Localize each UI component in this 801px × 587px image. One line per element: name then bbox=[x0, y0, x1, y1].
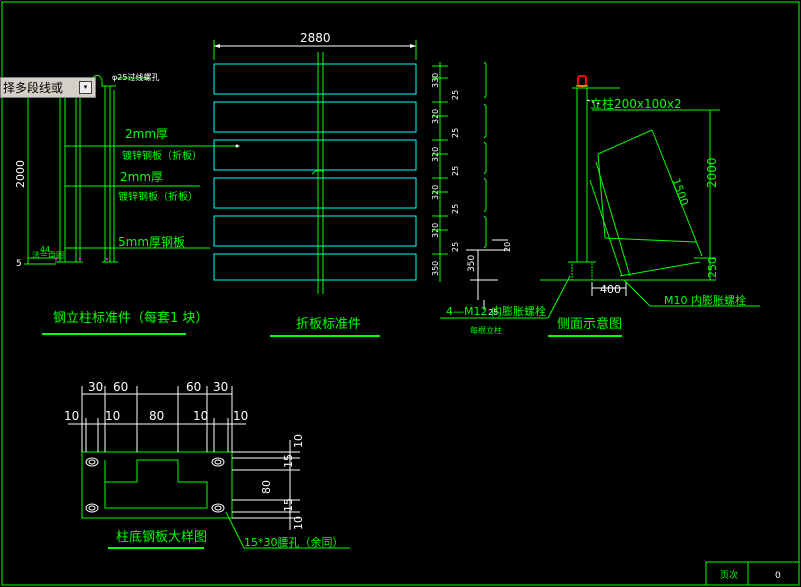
base-dim-30a: 30 bbox=[88, 380, 103, 394]
folding-panel bbox=[213, 215, 417, 247]
base-dim-10d: 10 bbox=[233, 409, 248, 423]
panel-right-dim: 25 bbox=[451, 242, 460, 252]
base-dim-10a: 10 bbox=[64, 409, 79, 423]
base-rdim-10a: 10 bbox=[292, 434, 305, 448]
base-rdim-10b: 10 bbox=[292, 516, 305, 530]
title-block: 页次 0 bbox=[705, 561, 800, 586]
slot-inner bbox=[88, 505, 96, 511]
base-dim-80: 80 bbox=[149, 409, 164, 423]
post-bottom-note: 法兰盘图 bbox=[32, 250, 64, 260]
panel-width-dim: 2880 bbox=[300, 31, 331, 45]
base-rdim-15a: 15 bbox=[282, 454, 295, 468]
panel-right-dim: 25 bbox=[451, 204, 460, 214]
side-post-label: 立柱200x100x2 bbox=[590, 96, 682, 111]
slot-hole bbox=[211, 457, 225, 467]
folding-panel bbox=[213, 101, 417, 133]
slot-hole bbox=[211, 503, 225, 513]
note-galv-a: 镀锌钢板（折板） bbox=[122, 149, 202, 162]
slot-hole bbox=[85, 457, 99, 467]
note-galv-b: 镀锌钢板（折板） bbox=[118, 190, 198, 203]
panel-right-dim: 25 bbox=[451, 128, 460, 138]
title-block-value: 0 bbox=[775, 571, 781, 581]
post-top-note: φ25过线螺孔 bbox=[112, 72, 159, 82]
panel-caption: 折板标准件 bbox=[296, 317, 361, 332]
command-prompt-text: 择多段线或 bbox=[3, 81, 64, 95]
post-bottom-5: 5 bbox=[16, 259, 22, 269]
side-width-dim: 400 bbox=[600, 283, 621, 296]
panel-right-dim: 25 bbox=[451, 90, 460, 100]
base-rdim-80: 80 bbox=[260, 480, 273, 494]
base-dim-10c: 10 bbox=[193, 409, 208, 423]
side-height-dim: 2000 bbox=[705, 157, 719, 188]
folding-panel bbox=[213, 63, 417, 95]
side-bolt-left-sub: 每根立柱 bbox=[470, 325, 502, 335]
base-hole-note: 15*30腰孔（余同） bbox=[244, 535, 344, 549]
slot-inner bbox=[88, 459, 96, 465]
side-base-dim: 250 bbox=[706, 257, 719, 278]
side-dim-20: 20 bbox=[503, 242, 512, 252]
base-dim-30b: 30 bbox=[213, 380, 228, 394]
slots-group bbox=[85, 457, 225, 513]
panel-side-profile: 20 350 25 bbox=[466, 61, 512, 317]
side-view: 立柱200x100x2 1500 2000 250 400 4—M12 内膨胀螺… bbox=[440, 75, 760, 337]
post-cap bbox=[577, 75, 587, 87]
side-caption: 侧面示意图 bbox=[557, 316, 622, 332]
base-dim-60b: 60 bbox=[186, 380, 201, 394]
panel-right-dim: 25 bbox=[451, 166, 460, 176]
post-caption: 钢立柱标准件（每套1 块） bbox=[53, 310, 208, 326]
title-block-label: 页次 bbox=[720, 569, 738, 581]
post-height-dim: 2000 bbox=[14, 160, 27, 188]
folding-panel bbox=[213, 177, 417, 209]
folding-panel bbox=[213, 253, 417, 281]
command-prompt-popup[interactable]: 择多段线或 ▾ bbox=[0, 77, 96, 98]
side-diag-dim: 1500 bbox=[669, 177, 691, 208]
panel-right-dim: 350 bbox=[431, 261, 440, 276]
panels-group bbox=[213, 63, 417, 281]
post-bottom-dim: 44 bbox=[40, 245, 50, 254]
side-bolt-left: 4—M12 内膨胀螺栓 bbox=[446, 304, 546, 318]
side-dim-350: 350 bbox=[467, 255, 477, 272]
base-plate-view: 30 60 60 30 10 10 80 10 10 10 15 80 15 1… bbox=[64, 380, 350, 549]
base-dim-60a: 60 bbox=[113, 380, 128, 394]
folding-panel bbox=[213, 139, 417, 171]
side-bolt-right: M10 内膨胀螺栓 bbox=[664, 293, 746, 307]
base-rdim-15b: 15 bbox=[282, 498, 295, 512]
slot-hole bbox=[85, 503, 99, 513]
base-dim-10b: 10 bbox=[105, 409, 120, 423]
base-caption: 柱底钢板大样图 bbox=[116, 529, 207, 545]
base-plate-outline bbox=[81, 451, 233, 519]
panel-right-dim: 330 bbox=[431, 73, 440, 88]
note-2mm-a: 2mm厚 bbox=[125, 127, 168, 141]
note-2mm-b: 2mm厚 bbox=[120, 170, 163, 184]
dropdown-arrow-icon[interactable]: ▾ bbox=[79, 81, 92, 94]
post-view: φ25过线螺孔 2000 2mm厚 镀锌钢板（折板） 2mm厚 镀锌钢板（折板）… bbox=[14, 72, 240, 335]
base-right-ticks bbox=[232, 451, 300, 519]
note-5mm: 5mm厚钢板 bbox=[118, 235, 185, 249]
side-dim-25: 25 bbox=[488, 308, 498, 317]
slot-inner bbox=[214, 505, 222, 511]
slot-inner bbox=[214, 459, 222, 465]
